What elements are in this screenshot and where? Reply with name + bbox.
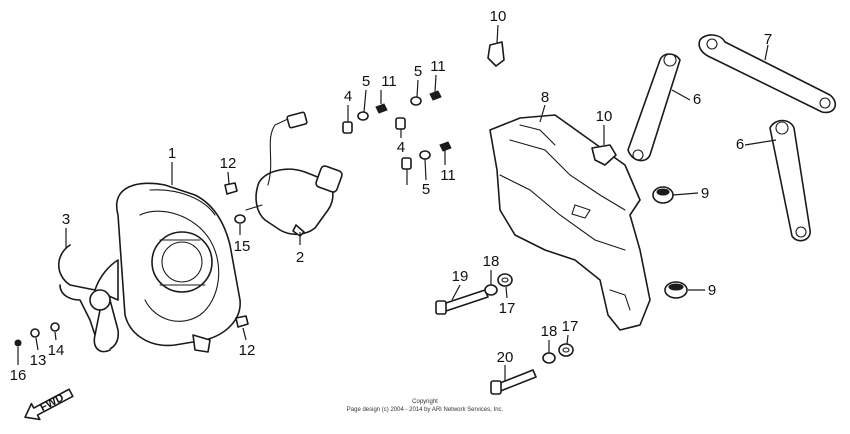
stay-left [627, 53, 681, 162]
callout-20: 20 [497, 349, 514, 366]
collar-upper [342, 121, 353, 134]
rubber-mount-lower [664, 281, 688, 299]
washer-2 [410, 96, 422, 106]
washer-18-lower [542, 352, 556, 364]
washer-15 [234, 214, 246, 224]
callout-18-lower: 18 [541, 323, 558, 340]
callout-10-upper: 10 [490, 8, 507, 25]
callout-5-right: 5 [414, 63, 422, 80]
callout-5-upper: 5 [362, 73, 370, 90]
washer-18-upper [484, 284, 498, 296]
callout-10-lower: 10 [596, 108, 613, 125]
collar-middle [395, 117, 406, 130]
bracket-upper [487, 41, 505, 67]
callout-11-left: 11 [381, 73, 397, 90]
callout-12-upper: 12 [220, 155, 237, 172]
callout-4-middle: 4 [397, 139, 405, 156]
link-bar [698, 34, 837, 114]
callout-6-right: 6 [736, 136, 744, 153]
callout-13: 13 [30, 352, 47, 369]
stay-right [769, 119, 811, 242]
callout-6-left: 6 [693, 91, 701, 108]
callout-9-upper: 9 [701, 185, 709, 202]
callout-11-lower: 11 [440, 167, 456, 184]
collar-lower [401, 157, 412, 170]
callout-16: 16 [10, 367, 27, 384]
callout-7: 7 [764, 31, 772, 48]
callout-1: 1 [168, 145, 176, 162]
callout-12-lower: 12 [239, 342, 256, 359]
bracket-lower [591, 144, 617, 166]
callout-17-lower: 17 [562, 318, 579, 335]
nut-13 [30, 328, 40, 338]
guard-plate [489, 114, 651, 331]
callout-11-right: 11 [430, 58, 446, 75]
callout-18-upper: 18 [483, 253, 500, 270]
callout-14: 14 [48, 342, 65, 359]
callout-17-upper: 17 [499, 300, 516, 317]
fwd-arrow: FWD [24, 388, 74, 421]
fwd-label: FWD [38, 392, 66, 414]
washer-1 [357, 111, 369, 121]
bolt-19 [435, 289, 489, 315]
nut-16 [14, 339, 22, 347]
callout-5-lower: 5 [422, 181, 430, 198]
fan-shroud [115, 182, 241, 353]
screw-3 [439, 141, 452, 152]
leader-lines [17, 24, 777, 381]
callout-9-lower: 9 [708, 282, 716, 299]
callout-8: 8 [541, 89, 549, 106]
callout-4-upper: 4 [344, 88, 352, 105]
copyright-line1: Copyright [412, 399, 438, 405]
bolt-12-lower [235, 315, 249, 328]
fan-blade [57, 244, 120, 353]
callout-19: 19 [452, 268, 469, 285]
bolt-12-upper [224, 182, 238, 195]
copyright-line2: Page design (c) 2004 - 2014 by ARI Netwo… [347, 407, 504, 413]
washer-14 [50, 322, 60, 332]
callout-2: 2 [296, 249, 304, 266]
callout-3: 3 [62, 211, 70, 228]
rubber-mount-upper [652, 186, 674, 204]
screw-1 [375, 103, 388, 114]
screw-2 [429, 90, 442, 101]
washer-17-upper [497, 273, 513, 287]
fan-motor [245, 111, 343, 237]
bolt-20 [490, 369, 537, 395]
callout-15: 15 [234, 238, 251, 255]
washer-3 [419, 150, 431, 160]
washer-17-lower [558, 343, 574, 357]
